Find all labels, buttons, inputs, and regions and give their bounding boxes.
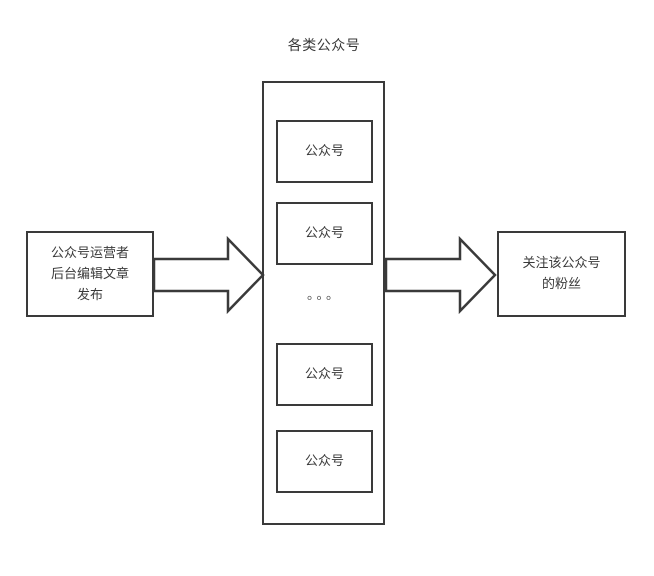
ellipsis-dots: 。。。 <box>306 288 342 303</box>
group-item-label: 公众号 <box>304 225 344 241</box>
right-process-box: 关注该公众号 的粉丝 <box>497 231 626 317</box>
group-item-label: 公众号 <box>304 366 344 382</box>
left-process-label: 公众号运营者 后台编辑文章 发布 <box>50 245 129 303</box>
group-item-label: 公众号 <box>304 143 344 159</box>
group-item-box: 公众号 <box>276 343 373 406</box>
left-process-box: 公众号运营者 后台编辑文章 发布 <box>26 231 154 317</box>
group-title: 各类公众号 <box>287 38 361 54</box>
group-item-box: 公众号 <box>276 120 373 183</box>
group-item-label: 公众号 <box>304 453 344 469</box>
group-item-box: 公众号 <box>276 430 373 493</box>
arrow-group-to-right-icon <box>384 235 497 315</box>
right-process-label: 关注该公众号 的粉丝 <box>522 256 601 292</box>
group-item-box: 公众号 <box>276 202 373 265</box>
arrow-left-to-group-icon <box>152 235 265 315</box>
